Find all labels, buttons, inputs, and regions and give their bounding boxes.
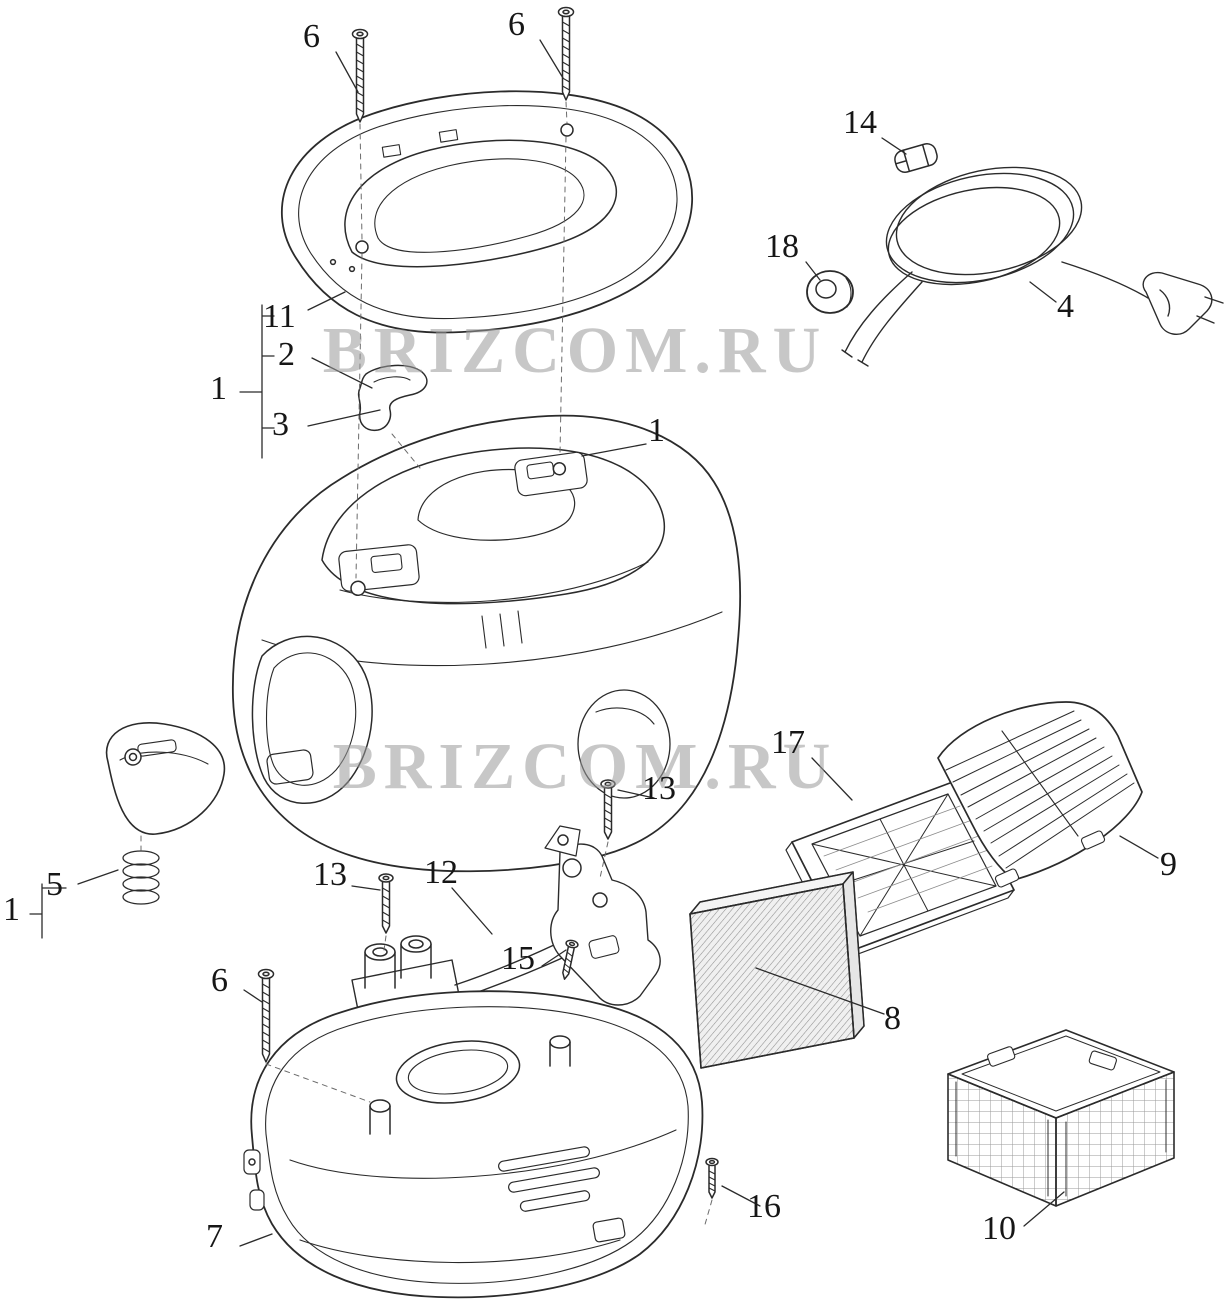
part-label-6-bottom: 6 — [211, 962, 228, 999]
part-label-1-bottom-left: 1 — [3, 891, 20, 928]
part-label-1-left: 1 — [210, 370, 227, 407]
screw-13-left — [378, 873, 394, 934]
watermark-text-top: BRIZCOM.RU — [323, 314, 828, 387]
part-label-12: 12 — [424, 854, 458, 891]
assembly-guide-lines — [140, 101, 713, 1229]
part-label-6-top-center: 6 — [508, 6, 525, 43]
part-label-4: 4 — [1057, 288, 1074, 325]
part-label-10: 10 — [982, 1210, 1016, 1247]
part-label-7: 7 — [206, 1218, 223, 1255]
tape-ring-drawing — [806, 270, 854, 314]
part-label-6-top-left: 6 — [303, 18, 320, 55]
part-label-2: 2 — [278, 336, 295, 373]
part-label-9: 9 — [1160, 846, 1177, 883]
base-container-drawing — [243, 990, 704, 1299]
hepa-filter-drawing — [947, 1029, 1175, 1207]
part-label-18: 18 — [765, 228, 799, 265]
cord-clip-drawing — [894, 143, 938, 173]
part-label-13-right: 13 — [642, 770, 676, 807]
top-cover-plate-drawing — [280, 90, 694, 334]
part-label-8: 8 — [884, 1000, 901, 1037]
part-label-3: 3 — [272, 406, 289, 443]
part-label-14: 14 — [843, 104, 877, 141]
part-label-5: 5 — [46, 866, 63, 903]
part-label-1-right: 1 — [648, 412, 665, 449]
latch-hook-drawing — [357, 364, 428, 432]
callout-leader-lines — [29, 39, 1159, 1247]
grille-drawing — [937, 701, 1143, 888]
power-cord-drawing — [841, 166, 1224, 367]
spring-drawing — [122, 850, 160, 905]
foam-filter-drawing — [689, 871, 865, 1069]
part-label-16: 16 — [747, 1188, 781, 1225]
part-label-17: 17 — [771, 724, 805, 761]
screw-6-top-center — [557, 6, 575, 101]
watermark-text-middle: BRIZCOM.RU — [333, 730, 838, 803]
part-label-13-left: 13 — [313, 856, 347, 893]
screw-16 — [705, 1157, 719, 1199]
flap-drawing — [105, 722, 226, 835]
upper-housing-drawing — [232, 414, 742, 873]
part-label-15: 15 — [501, 940, 535, 977]
screw-6-top-left — [351, 28, 369, 123]
part-label-11: 11 — [263, 298, 296, 335]
screw-6-bottom-left — [257, 968, 275, 1063]
